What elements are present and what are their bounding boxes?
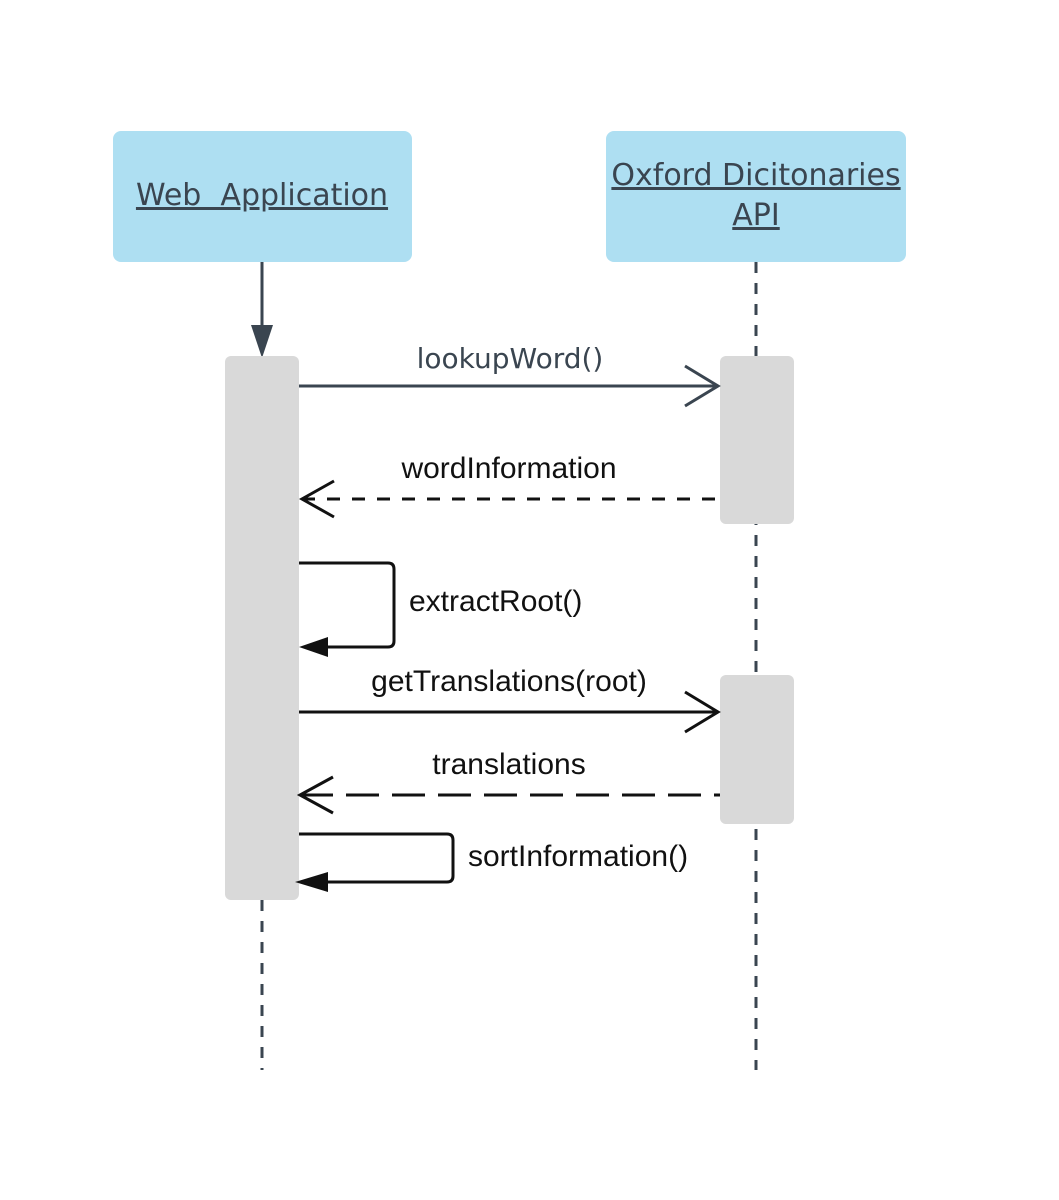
message-lookup-word-label: lookupWord() (417, 342, 604, 375)
self-message-sort-information: sortInformation() (295, 832, 688, 892)
message-get-translations-label: getTranslations(root) (371, 665, 647, 698)
actor-web-application-label: Web Application (136, 178, 388, 213)
message-get-translations: getTranslations(root) (299, 665, 721, 734)
self-message-extract-root-label: extractRoot() (409, 585, 582, 618)
activation-web-application (225, 356, 299, 900)
actor-oxford-api-label-line1: Oxford Dicitonaries (611, 158, 900, 193)
actor-oxford-api[interactable]: Oxford Dicitonaries API (606, 131, 906, 262)
return-translations: translations (296, 748, 720, 815)
message-lookup-word: lookupWord() (299, 342, 721, 408)
self-message-extract-root: extractRoot() (299, 561, 582, 657)
return-translations-label: translations (432, 748, 585, 781)
create-arrow (251, 262, 273, 358)
activation-oxford-api-1 (720, 356, 794, 524)
actor-oxford-api-label-line2: API (732, 198, 779, 233)
self-message-sort-information-label: sortInformation() (468, 840, 688, 873)
activation-oxford-api-2 (720, 675, 794, 824)
return-word-information-label: wordInformation (400, 452, 616, 485)
return-word-information: wordInformation (298, 452, 720, 519)
actor-web-application[interactable]: Web Application (113, 131, 412, 262)
